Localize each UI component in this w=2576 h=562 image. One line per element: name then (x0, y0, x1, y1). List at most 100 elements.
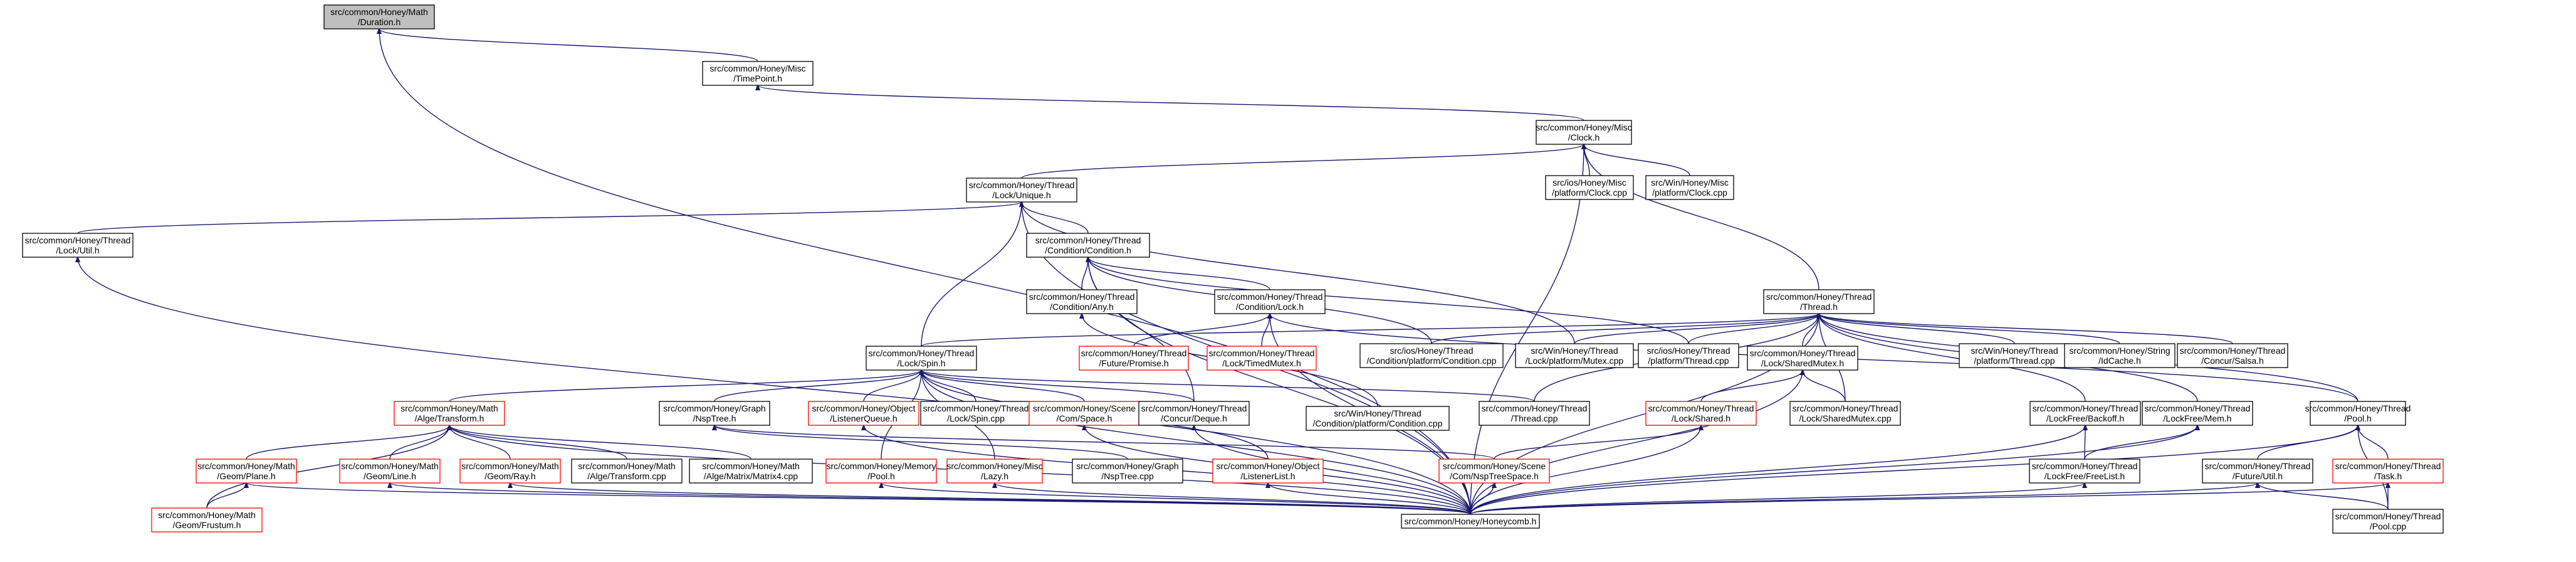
node-iosclock[interactable]: src/ios/Honey/Misc/platform/Clock.cpp (1545, 175, 1634, 200)
node-box (2064, 343, 2175, 368)
node-label-line: /Geom/Line.h (364, 471, 416, 481)
node-concurdeque[interactable]: src/common/Honey/Thread/Concur/Deque.h (1138, 401, 1250, 426)
node-wincond[interactable]: src/Win/Honey/Thread/Condition/platform/… (1306, 406, 1450, 431)
node-promise[interactable]: src/common/Honey/Thread/Future/Promise.h (1079, 346, 1189, 371)
node-poolh[interactable]: src/common/Honey/Thread/Pool.h (2305, 401, 2411, 426)
edge-honeycomb-to-lockspin (921, 370, 1471, 515)
edge-idcache-to-threadh (1819, 314, 2120, 344)
node-label-line: src/common/Honey/Math (341, 461, 439, 471)
node-box (1515, 343, 1634, 368)
node-box (459, 459, 561, 484)
node-label-line: /Lazy.h (981, 471, 1008, 481)
node-mempool[interactable]: src/common/Honey/Memory/Pool.h (825, 459, 937, 484)
node-label-line: /Future/Util.h (2233, 471, 2283, 481)
edge-winclock-to-clock (1584, 144, 1690, 176)
node-label-line: src/common/Honey/Thread (2180, 346, 2286, 356)
node-frustum[interactable]: src/common/Honey/Math/Geom/Frustum.h (151, 507, 263, 533)
node-idcache[interactable]: src/common/Honey/String/IdCache.h (2064, 343, 2175, 368)
node-label-line: src/common/Honey/Math (330, 7, 428, 17)
node-lockshared[interactable]: src/common/Honey/Thread/Lock/Shared.h (1645, 401, 1757, 426)
node-condany[interactable]: src/common/Honey/Thread/Condition/Any.h (1026, 289, 1138, 314)
node-label-line: src/common/Honey/Thread (1793, 403, 1898, 413)
node-box (1545, 175, 1634, 200)
node-lockunique[interactable]: src/common/Honey/Thread/Lock/Unique.h (966, 178, 1077, 203)
node-winthread[interactable]: src/Win/Honey/Thread/platform/Thread.cpp (1959, 343, 2070, 368)
node-misclazy[interactable]: src/common/Honey/Misc/Lazy.h (946, 459, 1043, 484)
node-listenerlist[interactable]: src/common/Honey/Object/ListenerList.h (1212, 459, 1324, 484)
node-box (1306, 406, 1450, 431)
node-geomline[interactable]: src/common/Honey/Math/Geom/Line.h (339, 459, 441, 484)
node-label-line: /Com/Space.h (1057, 413, 1113, 423)
edge-geomplane-to-algetransform (246, 425, 449, 460)
node-listenerqueue[interactable]: src/common/Honey/Object/ListenerQueue.h (808, 401, 919, 426)
node-lockspincpp[interactable]: src/common/Honey/Thread/Lock/Spin.cpp (920, 401, 1032, 426)
node-ioscond[interactable]: src/ios/Honey/Thread/Condition/platform/… (1359, 343, 1504, 368)
node-honeycomb[interactable]: src/common/Honey/Honeycomb.h (1401, 514, 1540, 529)
node-label-line: src/common/Honey/Honeycomb.h (1405, 516, 1537, 526)
node-timepoint[interactable]: src/common/Honey/Misc/TimePoint.h (702, 61, 814, 86)
edge-lockspin-to-lockunique (921, 202, 1022, 347)
node-label-line: /Lock/Spin.cpp (947, 413, 1005, 423)
node-box (1638, 343, 1739, 368)
node-label-line: /LockFree/FreeList.h (2045, 471, 2125, 481)
node-box (1138, 401, 1250, 426)
node-salsa[interactable]: src/common/Honey/Thread/Concur/Salsa.h (2177, 343, 2288, 368)
node-nsptree[interactable]: src/common/Honey/Graph/NspTree.h (659, 401, 770, 426)
node-label-line: src/common/Honey/Misc (946, 461, 1042, 471)
node-box (702, 61, 814, 86)
edge-promise-to-condlock (1133, 314, 1270, 347)
node-label-line: /Lock/Shared.h (1672, 413, 1730, 423)
node-lfmem[interactable]: src/common/Honey/Thread/LockFree/Mem.h (2142, 401, 2253, 426)
node-sharedmutex[interactable]: src/common/Honey/Thread/Lock/SharedMutex… (1747, 346, 1858, 371)
node-label-line: src/common/Honey/Math (702, 461, 800, 471)
node-iosthread[interactable]: src/ios/Honey/Thread/platform/Thread.cpp (1638, 343, 1739, 368)
node-label-line: src/Win/Honey/Thread (1334, 408, 1421, 418)
node-box (2142, 401, 2253, 426)
node-box (2029, 401, 2141, 426)
node-nsptreecpp[interactable]: src/common/Honey/Graph/NspTree.cpp (1072, 459, 1183, 484)
node-label-line: src/common/Honey/Thread (1766, 292, 1872, 302)
node-matrix4[interactable]: src/common/Honey/Math/Alge/Matrix/Matrix… (689, 459, 813, 484)
node-winclock[interactable]: src/Win/Honey/Misc/platform/Clock.cpp (1645, 175, 1734, 200)
node-box (1438, 459, 1550, 484)
node-label-line: /Pool.h (867, 471, 895, 481)
node-futureutil[interactable]: src/common/Honey/Thread/Future/Util.h (2202, 459, 2313, 484)
node-duration[interactable]: src/common/Honey/Math/Duration.h (323, 4, 435, 29)
node-label-line: src/common/Honey/Thread (1141, 403, 1247, 413)
node-algetransform[interactable]: src/common/Honey/Math/Alge/Transform.h (394, 401, 505, 426)
node-sharedmutexcpp[interactable]: src/common/Honey/Thread/Lock/SharedMutex… (1789, 401, 1901, 426)
node-winmutex[interactable]: src/Win/Honey/Thread/Lock/platform/Mutex… (1515, 343, 1634, 368)
node-label-line: src/common/Honey/Thread (923, 403, 1029, 413)
edge-nsptree-to-lockspin (714, 370, 921, 402)
node-comnsptree[interactable]: src/common/Honey/Scene/Com/NspTreeSpace.… (1438, 459, 1550, 484)
node-threadh[interactable]: src/common/Honey/Thread/Thread.h (1763, 289, 1875, 314)
node-label-line: /Pool.cpp (2370, 521, 2407, 531)
edge-geomline-to-algetransform (389, 425, 449, 460)
node-backoff[interactable]: src/common/Honey/Thread/LockFree/Backoff… (2029, 401, 2141, 426)
node-box (1026, 233, 1150, 258)
node-timedmutex[interactable]: src/common/Honey/Thread/Lock/TimedMutex.… (1207, 346, 1317, 371)
node-label-line: src/ios/Honey/Misc (1552, 178, 1626, 188)
node-task[interactable]: src/common/Honey/Thread/Task.h (2332, 459, 2444, 484)
node-condlock[interactable]: src/common/Honey/Thread/Condition/Lock.h (1214, 289, 1326, 314)
edge-lockshared-to-sharedmutex (1700, 370, 1803, 402)
node-label-line: /Lock/Spin.h (897, 358, 945, 368)
node-freelist[interactable]: src/common/Honey/Thread/LockFree/FreeLis… (2029, 459, 2140, 484)
node-label-line: src/common/Honey/Thread (2145, 403, 2251, 413)
node-condition[interactable]: src/common/Honey/Thread/Condition/Condit… (1026, 233, 1150, 258)
node-geomray[interactable]: src/common/Honey/Math/Geom/Ray.h (459, 459, 561, 484)
node-poolcpp[interactable]: src/common/Honey/Thread/Pool.cpp (2332, 509, 2444, 534)
edge-sharedmutexcpp-to-sharedmutex (1803, 370, 1846, 402)
node-comspace[interactable]: src/common/Honey/Scene/Com/Space.h (1029, 401, 1140, 426)
edge-frustum-to-algetransform (206, 425, 449, 509)
node-algetransformcpp[interactable]: src/common/Honey/Math/Alge/Transform.cpp (571, 459, 683, 484)
node-lockutil[interactable]: src/common/Honey/Thread/Lock/Util.h (22, 233, 134, 258)
node-label-line: src/common/Honey/Thread (2335, 461, 2441, 471)
node-clock[interactable]: src/common/Honey/Misc/Clock.h (1536, 120, 1632, 145)
node-threadcpp[interactable]: src/common/Honey/Thread/Thread.cpp (1479, 401, 1590, 426)
node-box (2332, 509, 2444, 534)
node-lockspin[interactable]: src/common/Honey/Thread/Lock/Spin.h (866, 346, 977, 371)
node-label-line: src/common/Honey/Object (1217, 461, 1320, 471)
node-label-line: /Lock/platform/Mutex.cpp (1526, 356, 1624, 366)
node-geomplane[interactable]: src/common/Honey/Math/Geom/Plane.h (196, 459, 297, 484)
